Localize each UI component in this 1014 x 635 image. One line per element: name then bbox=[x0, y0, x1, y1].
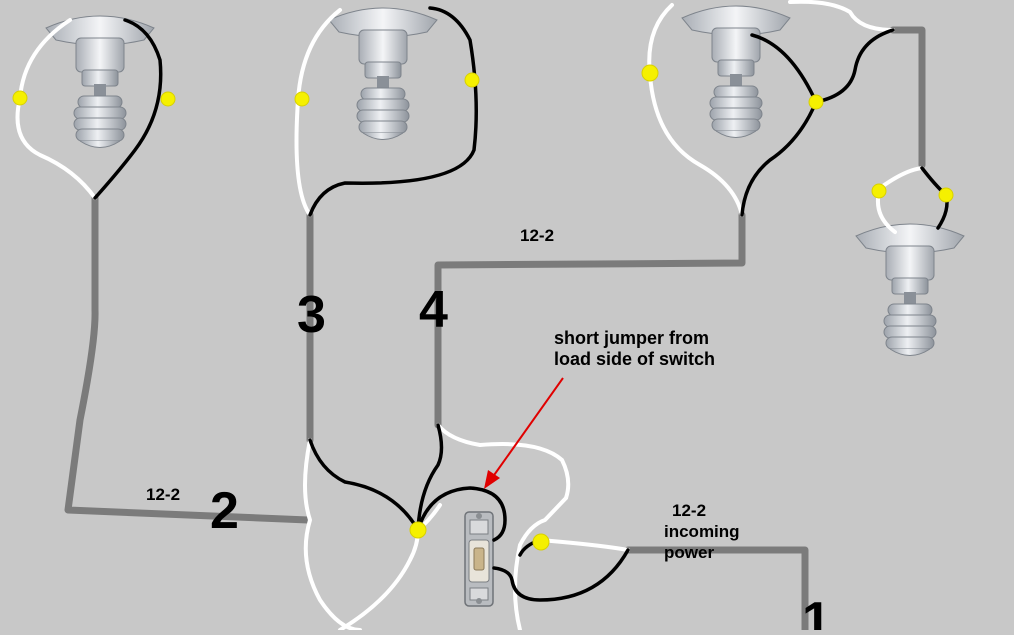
jumper-note-line2: load side of switch bbox=[554, 349, 715, 369]
annotation-arrow bbox=[484, 377, 564, 489]
neutral-wire bbox=[875, 166, 924, 234]
neutral-wire bbox=[647, 3, 744, 217]
hot-wire bbox=[492, 548, 630, 602]
hot-wire bbox=[416, 423, 444, 532]
neutral-wire bbox=[15, 18, 97, 200]
incoming-power-label-line2: power bbox=[664, 543, 714, 562]
neutral-wire bbox=[303, 438, 362, 632]
jumper-wire bbox=[416, 486, 507, 542]
wire-nut bbox=[294, 91, 310, 107]
neutral-wire bbox=[788, 0, 895, 32]
neutral-wire bbox=[294, 8, 342, 217]
wire-nut bbox=[532, 533, 550, 551]
wire-nut bbox=[464, 72, 480, 88]
incoming-power-label-line1: incoming bbox=[664, 522, 740, 541]
light-fixture-3 bbox=[681, 5, 791, 138]
hot-wires bbox=[93, 6, 949, 602]
cable-label-incoming: 12-2 bbox=[672, 501, 706, 520]
cable-number-2: 2 bbox=[210, 482, 239, 540]
hot-wire bbox=[750, 28, 895, 104]
light-fixture-1 bbox=[45, 15, 155, 148]
light-fixture-2 bbox=[328, 7, 438, 140]
wire-nut bbox=[641, 64, 659, 82]
light-fixture-4 bbox=[855, 223, 965, 356]
hot-wire bbox=[93, 18, 163, 200]
wire-nut bbox=[808, 94, 824, 110]
cable-number-1: 1 bbox=[802, 592, 831, 630]
neutral-wire bbox=[513, 496, 568, 632]
hot-wire bbox=[308, 6, 478, 217]
cable-group bbox=[64, 26, 926, 634]
cable-label-top: 12-2 bbox=[520, 226, 554, 245]
neutral-wires bbox=[15, 0, 924, 632]
wire-nut bbox=[160, 91, 176, 107]
wire-nut bbox=[409, 521, 427, 539]
hot-wire bbox=[740, 100, 818, 217]
cable-fixture-link bbox=[889, 26, 926, 169]
cable-number-4: 4 bbox=[419, 281, 448, 339]
cable-2 bbox=[64, 194, 312, 524]
cable-1 bbox=[624, 546, 809, 634]
cable-4 bbox=[434, 211, 746, 429]
neutral-wire bbox=[538, 538, 630, 552]
jumper-note-line1: short jumper from bbox=[554, 328, 709, 348]
light-switch bbox=[464, 511, 494, 607]
neutral-wire bbox=[338, 528, 420, 632]
cable-number-3: 3 bbox=[297, 286, 326, 344]
wire-nut bbox=[12, 90, 28, 106]
cable-label-left: 12-2 bbox=[146, 485, 180, 504]
hot-wire bbox=[308, 438, 420, 532]
wire-nut-group bbox=[12, 64, 954, 551]
neutral-wire bbox=[436, 423, 571, 500]
wire-nut bbox=[938, 187, 954, 203]
wire-nut bbox=[871, 183, 887, 199]
